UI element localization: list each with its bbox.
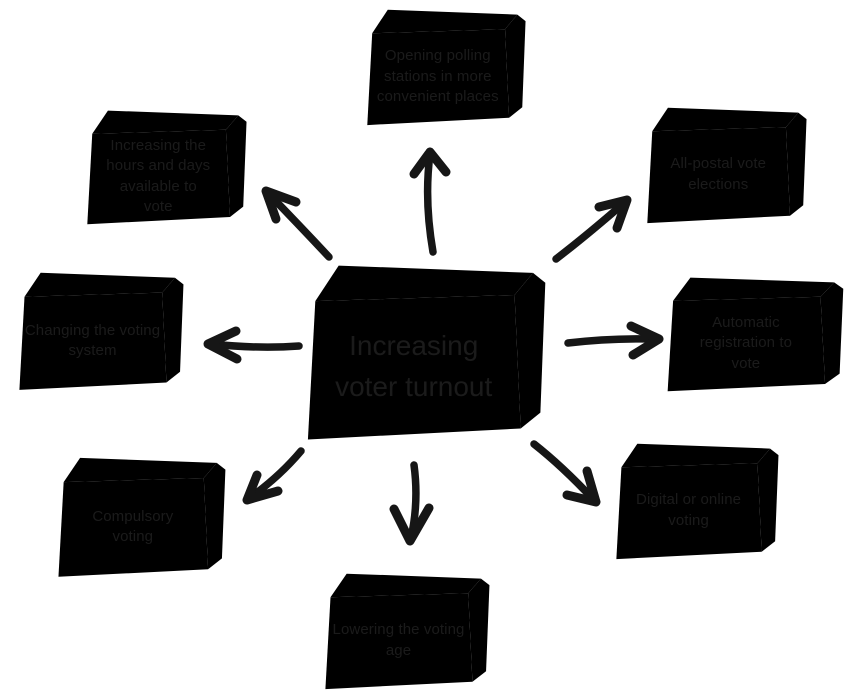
node-box-automatic-registration: Automatic registration to vote: [664, 272, 846, 400]
node-box-changing-voting-system: Changing the voting system: [16, 267, 186, 399]
node-box-lowering-voting-age: Lowering the voting age: [322, 568, 492, 698]
node-label: Digital or online voting: [636, 491, 742, 529]
arrow-down-right: [530, 440, 601, 507]
arrow-right: [564, 321, 664, 360]
node-label: Opening polling stations in more conveni…: [376, 47, 499, 105]
center-box-label: Increasing voter turnout: [335, 330, 493, 402]
arrow-left: [203, 326, 303, 364]
node-label: Lowering the voting age: [332, 621, 465, 659]
node-label: Automatic registration to vote: [699, 314, 793, 372]
node-box-opening-polling-stations: Opening polling stations in more conveni…: [364, 4, 528, 134]
node-box-compulsory-voting: Compulsory voting: [55, 452, 228, 586]
node-label: All-postal vote elections: [670, 155, 767, 193]
arrow-down: [389, 461, 434, 546]
arrow-down-left: [242, 447, 305, 505]
arrow-up-left: [261, 186, 333, 261]
node-box-all-postal-vote: All-postal vote elections: [644, 102, 809, 232]
arrow-up: [409, 147, 451, 256]
center-box: Increasing voter turnout: [303, 257, 549, 453]
node-box-increasing-hours-days: Increasing the hours and days available …: [84, 105, 249, 233]
node-label: Compulsory voting: [92, 507, 174, 546]
node-label: Increasing the hours and days available …: [106, 136, 211, 216]
arrow-up-right: [552, 195, 632, 263]
node-label: Changing the voting system: [24, 321, 161, 359]
node-box-digital-online-voting: Digital or online voting: [613, 438, 781, 568]
